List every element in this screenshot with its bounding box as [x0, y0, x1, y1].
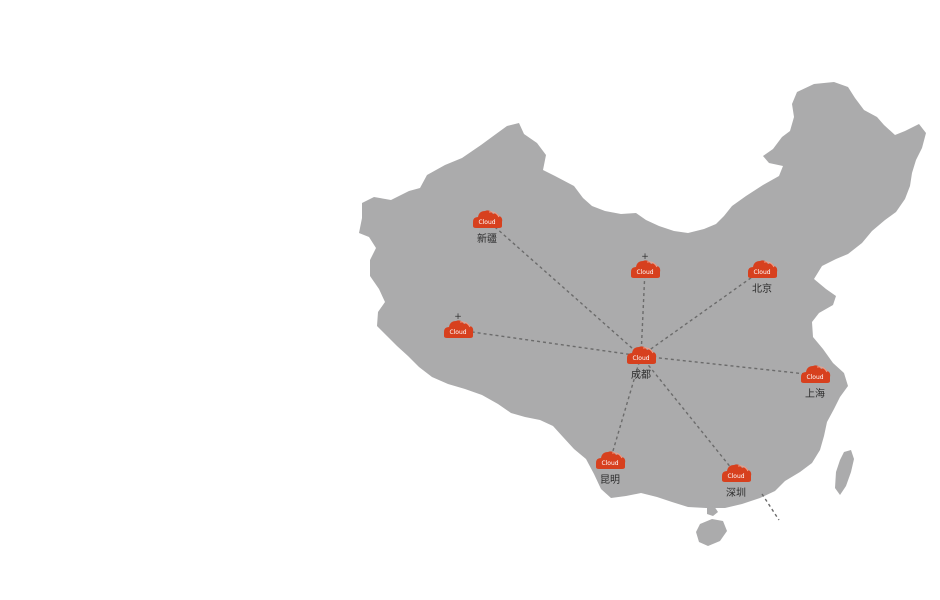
cloud-highlight	[737, 465, 749, 472]
city-label-kunming: 昆明	[600, 474, 620, 486]
nodes-layer: Cloud 新疆 Cloud + Cloud 北京 Cloud + Cloud 成都 Cloud 上海…	[444, 210, 831, 499]
link-line-chengdu-beijing	[640, 269, 763, 357]
node-beijing: Cloud 北京	[748, 260, 778, 295]
city-label-shanghai: 上海	[805, 387, 825, 400]
link-line-chengdu-shanghai	[640, 355, 816, 376]
link-line-chengdu-xinjiang	[486, 219, 642, 357]
node-shanghai: Cloud 上海	[801, 365, 831, 400]
islet-shape	[707, 506, 718, 516]
node-northwest: Cloud +	[631, 252, 661, 278]
node-chengdu: Cloud 成都	[627, 346, 657, 381]
city-label-xinjiang: 新疆	[477, 232, 497, 245]
cloud-icon-text: Cloud	[449, 329, 466, 336]
cloud-highlight	[763, 261, 775, 268]
hainan-island-shape	[696, 519, 727, 546]
link-line-chengdu-shenzhen	[640, 355, 737, 475]
links-layer	[457, 219, 816, 475]
cloud-highlight	[488, 211, 500, 218]
plus-marker: +	[454, 312, 462, 322]
coastal-route-layer	[761, 493, 780, 521]
link-line-chengdu-tibet	[457, 329, 642, 357]
cloud-highlight	[816, 366, 828, 373]
node-xinjiang: Cloud 新疆	[473, 210, 503, 245]
cloud-highlight	[646, 261, 658, 268]
cloud-highlight	[611, 452, 623, 459]
taiwan-island-shape	[835, 450, 854, 495]
cloud-highlight	[642, 347, 654, 354]
node-tibet: Cloud +	[444, 312, 474, 338]
city-label-chengdu: 成都	[631, 369, 651, 381]
china-mainland-shape	[359, 82, 926, 508]
cloud-icon-text: Cloud	[636, 269, 653, 276]
cloud-icon	[596, 451, 626, 469]
cloud-icon-text: Cloud	[727, 473, 744, 480]
cloud-icon	[748, 260, 778, 278]
node-kunming: Cloud 昆明	[596, 451, 626, 486]
cloud-icon	[444, 320, 474, 338]
cloud-icon	[627, 346, 657, 364]
node-shenzhen: Cloud 深圳	[722, 464, 752, 499]
cloud-icon	[631, 260, 661, 278]
cloud-icon-text: Cloud	[806, 374, 823, 381]
city-label-beijing: 北京	[752, 282, 772, 295]
cloud-icon-text: Cloud	[478, 219, 495, 226]
city-label-shenzhen: 深圳	[726, 487, 746, 499]
land-layer	[359, 82, 926, 546]
cloud-icon	[801, 365, 831, 383]
cloud-highlight	[459, 321, 471, 328]
plus-marker: +	[641, 252, 649, 262]
cloud-icon	[473, 210, 503, 228]
cloud-icon-text: Cloud	[632, 355, 649, 362]
sea-route-line	[761, 493, 780, 521]
cloud-icon	[722, 464, 752, 482]
link-line-chengdu-kunming	[609, 355, 642, 462]
link-line-chengdu-northwest	[640, 269, 646, 357]
cloud-icon-text: Cloud	[601, 460, 618, 467]
cloud-icon-text: Cloud	[753, 269, 770, 276]
